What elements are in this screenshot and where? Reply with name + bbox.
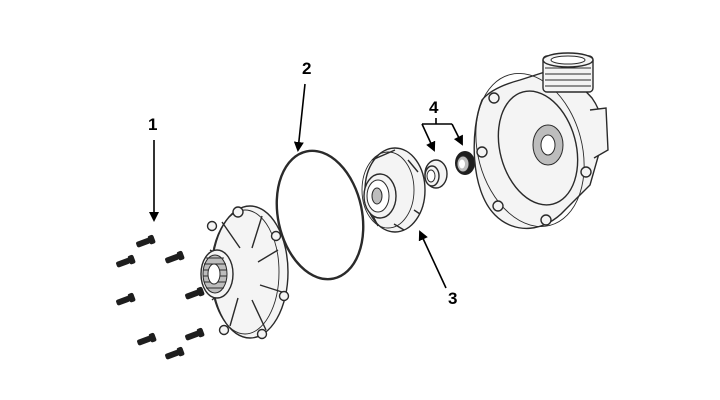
screw	[136, 234, 156, 248]
screw	[137, 332, 157, 346]
screw	[185, 327, 205, 341]
pump-housing	[473, 52, 609, 229]
screw	[185, 286, 205, 300]
seal-ceramic	[424, 159, 448, 189]
screw	[165, 250, 185, 264]
callout-label-2: 2	[302, 59, 311, 78]
callout-bracket-4	[421, 118, 463, 152]
faceplate	[200, 205, 290, 340]
callout-arrow-2	[293, 83, 306, 152]
callout-arrow-3	[418, 230, 447, 289]
screw	[116, 292, 136, 306]
callout-label-3: 3	[448, 289, 457, 308]
screw	[116, 254, 136, 268]
impeller	[361, 147, 426, 233]
o-ring	[275, 149, 365, 281]
callout-label-4: 4	[429, 98, 439, 117]
seal-assembly	[424, 151, 475, 189]
screw	[165, 346, 185, 360]
callout-label-1: 1	[148, 115, 157, 134]
screws-group	[116, 234, 205, 360]
seal-spring	[455, 151, 475, 175]
